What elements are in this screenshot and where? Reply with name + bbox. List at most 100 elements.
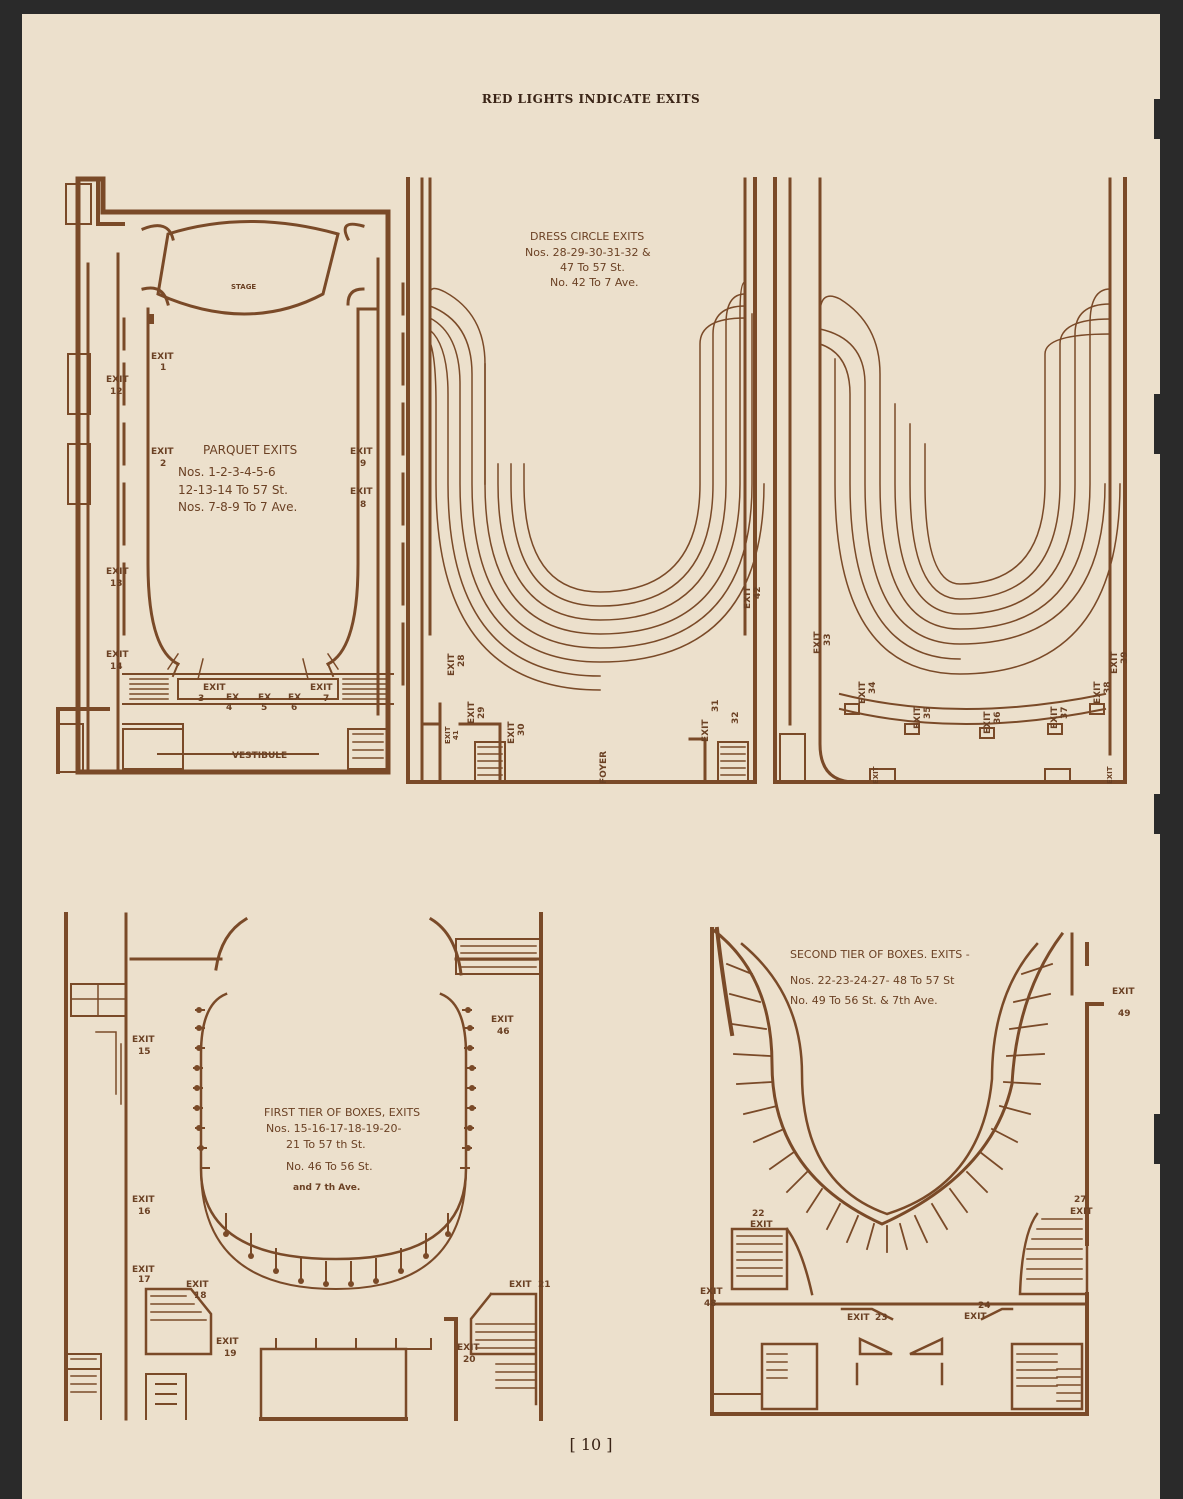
parquet-line-2: 12-13-14 To 57 St.: [178, 483, 288, 497]
first-tier-floor-plan: FIRST TIER OF BOXES, EXITS Nos. 15-16-17…: [64, 912, 551, 1421]
exit-right-bottom-label: EXIT: [1106, 766, 1114, 784]
first-tier-line-2: Nos. 15-16-17-18-19-20-: [266, 1122, 402, 1135]
page-edge-notch: [1154, 394, 1160, 454]
exit-39-label: EXIT: [1110, 651, 1120, 674]
exit-9-number: 9: [360, 459, 366, 469]
exit-31-number: 31: [711, 699, 721, 712]
exit-36-label: EXIT: [983, 711, 993, 734]
exit-35-label: EXIT: [913, 706, 923, 729]
exit-8-label: EXIT: [350, 487, 373, 497]
stage-label: STAGE: [231, 283, 256, 291]
exit-35-number: 35: [923, 706, 933, 719]
program-page: RED LIGHTS INDICATE EXITS STAGE VESTIBUL…: [22, 14, 1160, 1499]
exit-33-number: 33: [823, 633, 833, 646]
exit-28-label: EXIT: [447, 653, 457, 676]
exit-23-label: EXIT: [847, 1313, 870, 1323]
second-tier-floor-plan: SECOND TIER OF BOXES. EXITS - Nos. 22-23…: [700, 926, 1135, 1416]
exit-30-label: EXIT: [507, 721, 517, 744]
exit-38-number: 38: [1103, 681, 1113, 694]
exit-15-number: 15: [138, 1047, 151, 1057]
page-header: RED LIGHTS INDICATE EXITS: [481, 92, 701, 106]
exit-24-number: 24: [978, 1301, 991, 1311]
exit-34-label: EXIT: [858, 681, 868, 704]
exit-18-label: EXIT: [186, 1280, 209, 1290]
parquet-floor-plan: STAGE VESTIBULE PARQUET EXITS Nos. 1-2-3…: [56, 176, 405, 775]
exit-7-number: 7: [323, 694, 329, 704]
dress-circle-line-2: Nos. 28-29-30-31-32 &: [525, 246, 651, 259]
exit-19-label: EXIT: [216, 1337, 239, 1347]
exit-2-label: EXIT: [151, 447, 174, 457]
first-tier-line-4: No. 46 To 56 St.: [286, 1160, 373, 1173]
exit-39-number: 39: [1120, 651, 1130, 664]
exit-41-label: EXIT: [444, 726, 452, 744]
exit-12-label: EXIT: [106, 375, 129, 385]
second-tier-line-1: SECOND TIER OF BOXES. EXITS -: [790, 948, 970, 961]
exit-13-label: EXIT: [106, 567, 129, 577]
exit-32-number: 32: [731, 711, 741, 724]
exit-48-number: 48: [704, 1299, 717, 1309]
exit-9-label: EXIT: [350, 447, 373, 457]
parquet-line-1: Nos. 1-2-3-4-5-6: [178, 465, 276, 479]
second-tier-line-2: Nos. 22-23-24-27- 48 To 57 St: [790, 974, 955, 987]
first-tier-line-3: 21 To 57 th St.: [286, 1138, 366, 1151]
exit-49-label: EXIT: [1112, 987, 1135, 997]
exit-16-number: 16: [138, 1207, 151, 1217]
exit-left-bottom-label: EXIT: [872, 766, 880, 784]
exit-12-number: 12: [110, 387, 123, 397]
exit-6-label: EX: [288, 693, 301, 703]
dress-circle-line-3: 47 To 57 St.: [560, 261, 625, 274]
exit-1-label: EXIT: [151, 352, 174, 362]
exit-23-number: 23: [875, 1313, 888, 1323]
parquet-line-3: Nos. 7-8-9 To 7 Ave.: [178, 500, 297, 514]
exit-37-number: 37: [1060, 706, 1070, 719]
exit-41-number: 41: [452, 730, 460, 740]
exit-34-number: 34: [868, 681, 878, 694]
exit-27-label: EXIT: [1070, 1207, 1093, 1217]
exit-3-number: 3: [198, 694, 204, 704]
exit-4-label: EX: [226, 693, 239, 703]
exit-20-number: 20: [463, 1355, 476, 1365]
exit-24-label: EXIT: [964, 1312, 987, 1322]
exit-22-label: EXIT: [750, 1220, 773, 1230]
dress-circle-floor-plan: DRESS CIRCLE EXITS Nos. 28-29-30-31-32 &…: [406, 177, 1130, 784]
exit-31-label: EXIT: [701, 719, 711, 742]
exit-49-number: 49: [1118, 1009, 1131, 1019]
exit-29-number: 29: [477, 706, 487, 719]
exit-33-label: EXIT: [813, 631, 823, 654]
exit-22-number: 22: [752, 1209, 765, 1219]
parquet-title: PARQUET EXITS: [203, 443, 297, 457]
exit-42-number: 42: [753, 586, 763, 599]
foyer-label: FOYER: [599, 751, 609, 784]
exit-46-number: 46: [497, 1027, 510, 1037]
exit-21-label: EXIT: [509, 1280, 532, 1290]
exit-6-number: 6: [291, 703, 297, 713]
dress-circle-line-4: No. 42 To 7 Ave.: [550, 276, 638, 289]
exit-17-number: 17: [138, 1275, 151, 1285]
page-edge-notch: [1154, 794, 1160, 834]
exit-37-label: EXIT: [1050, 706, 1060, 729]
exit-14-label: EXIT: [106, 650, 129, 660]
page-edge-notch: [1154, 1114, 1160, 1164]
exit-3-label: EXIT: [203, 683, 226, 693]
exit-7-label: EXIT: [310, 683, 333, 693]
exit-36-number: 36: [993, 711, 1003, 724]
exit-19-number: 19: [224, 1349, 237, 1359]
exit-5-label: EX: [258, 693, 271, 703]
dress-circle-line-1: DRESS CIRCLE EXITS: [530, 230, 644, 243]
exit-15-label: EXIT: [132, 1035, 155, 1045]
exit-28-number: 28: [457, 654, 467, 667]
page-edge-notch: [1154, 99, 1160, 139]
exit-48-label: EXIT: [700, 1287, 723, 1297]
page-number: [ 10 ]: [569, 1435, 613, 1454]
second-tier-line-3: No. 49 To 56 St. & 7th Ave.: [790, 994, 938, 1007]
exit-1-number: 1: [160, 363, 166, 373]
exit-18-number: 18: [194, 1291, 207, 1301]
exit-17-label: EXIT: [132, 1265, 155, 1275]
exit-14-number: 14: [110, 662, 123, 672]
exit-27-number: 27: [1074, 1195, 1087, 1205]
exit-42-label: EXIT: [743, 586, 753, 609]
exit-5-number: 5: [261, 703, 267, 713]
exit-29-label: EXIT: [467, 701, 477, 724]
exit-16-label: EXIT: [132, 1195, 155, 1205]
first-tier-line-5: and 7 th Ave.: [293, 1183, 360, 1193]
